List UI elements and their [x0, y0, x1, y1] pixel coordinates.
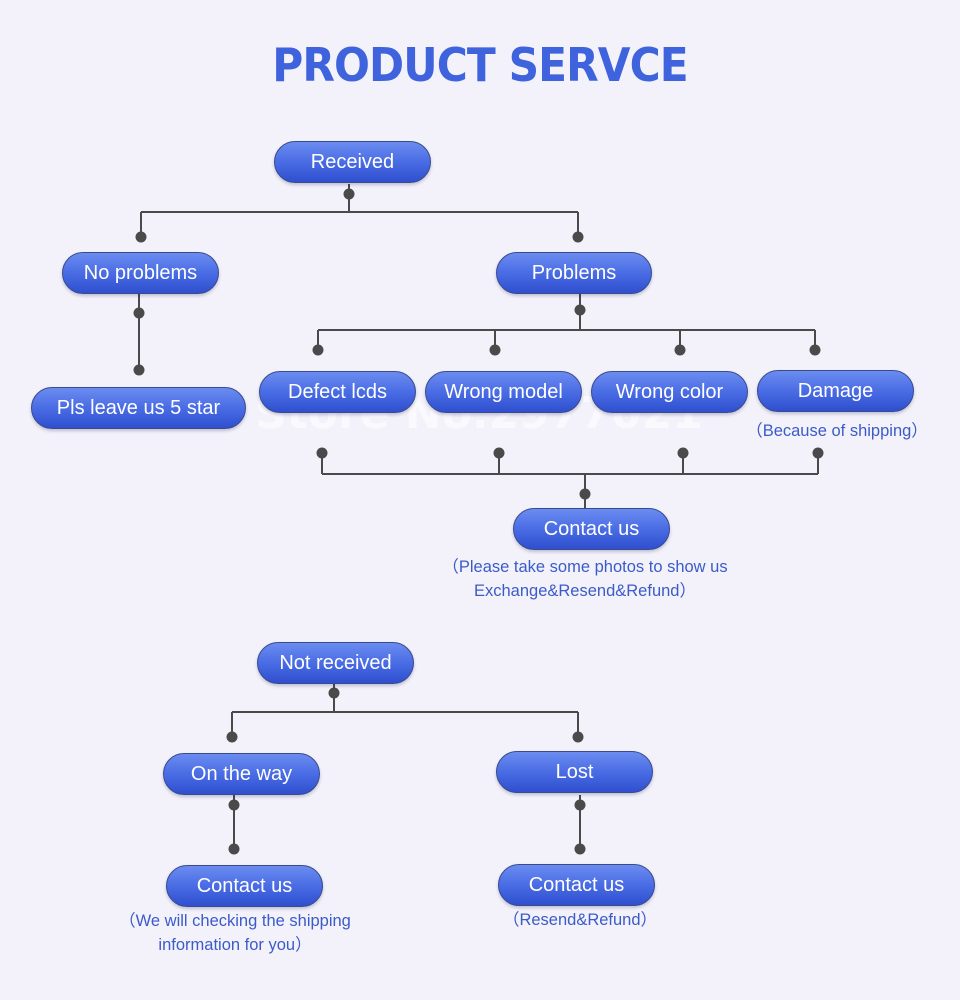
- node-received: Received: [274, 141, 431, 183]
- connector-dot: [316, 447, 328, 459]
- node-contact-us: Contact us: [513, 508, 670, 550]
- lost-note: （Resend&Refund）: [502, 911, 658, 929]
- node-lost: Lost: [496, 751, 653, 793]
- connector-dot: [133, 364, 145, 376]
- connector-dot: [572, 231, 584, 243]
- on-the-way-note-line-2: information for you）: [158, 936, 312, 954]
- connector-dot: [135, 231, 147, 243]
- connector-dot: [133, 307, 145, 319]
- node-damage: Damage: [757, 370, 914, 412]
- connector-dot: [812, 447, 824, 459]
- on-the-way-note-line-1: （We will checking the shipping: [119, 912, 351, 930]
- contact-note-line-2: Exchange&Resend&Refund）: [474, 582, 696, 600]
- node-not-received: Not received: [257, 642, 414, 684]
- connector-dot: [328, 687, 340, 699]
- node-wrong-color: Wrong color: [591, 371, 748, 413]
- node-wrong-model: Wrong model: [425, 371, 582, 413]
- connector-dot: [226, 731, 238, 743]
- node-on-the-way: On the way: [163, 753, 320, 795]
- connector-dot: [493, 447, 505, 459]
- connector-dot: [579, 488, 591, 500]
- connector-dot: [228, 799, 240, 811]
- node-leave-5-star: Pls leave us 5 star: [31, 387, 246, 429]
- node-problems: Problems: [496, 252, 652, 294]
- connector-dot: [574, 843, 586, 855]
- connector-dot: [312, 344, 324, 356]
- connector-dot: [228, 843, 240, 855]
- node-defect-lcds: Defect lcds: [259, 371, 416, 413]
- connector-dot: [574, 799, 586, 811]
- damage-note: （Because of shipping）: [746, 422, 928, 440]
- node-lost-contact-us: Contact us: [498, 864, 655, 906]
- page-title: PRODUCT SERVCE: [272, 38, 688, 92]
- connector-dot: [674, 344, 686, 356]
- connector-dot: [809, 344, 821, 356]
- connector-dot: [574, 304, 586, 316]
- connector-dot: [572, 731, 584, 743]
- contact-note-line-1: （Please take some photos to show us: [442, 558, 728, 576]
- connector-dot: [489, 344, 501, 356]
- connector-dot: [343, 188, 355, 200]
- node-on-the-way-contact-us: Contact us: [166, 865, 323, 907]
- node-no-problems: No problems: [62, 252, 219, 294]
- connector-dot: [677, 447, 689, 459]
